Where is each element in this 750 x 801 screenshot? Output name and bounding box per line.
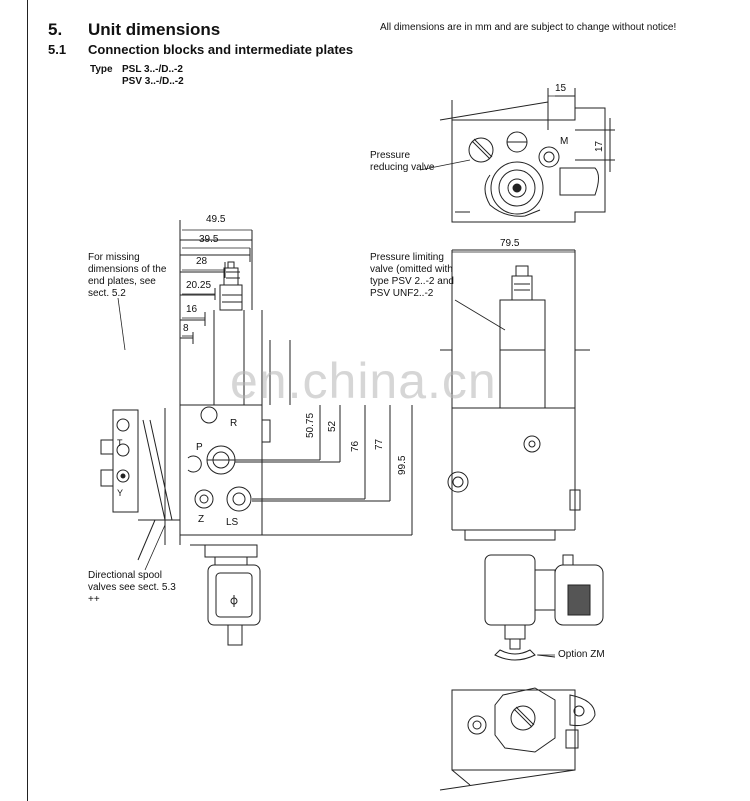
bottom-hex-nut xyxy=(494,687,556,753)
main-block-lower xyxy=(179,404,263,536)
dim-49-5: 49.5 xyxy=(206,214,226,225)
dim-39-5: 39.5 xyxy=(199,234,219,245)
limiting-valve-body xyxy=(499,299,546,351)
solenoid-right xyxy=(484,554,536,626)
callout-pressure-reducing: Pressure reducing valve xyxy=(370,150,435,173)
dim-20-25: 20.25 xyxy=(186,280,212,291)
subsection-number: 5.1 xyxy=(48,42,67,57)
dim-77: 77 xyxy=(374,438,385,450)
dim-16: 16 xyxy=(186,304,198,315)
port-p-label: P xyxy=(196,442,203,453)
reducing-valve-body xyxy=(451,107,606,223)
dimension-notice: All dimensions are in mm and are subject… xyxy=(380,22,677,33)
right-port-2 xyxy=(447,471,469,493)
callout-pressure-limiting: Pressure limiting valve (omitted with ty… xyxy=(370,252,454,299)
dim-76: 76 xyxy=(350,440,361,452)
callout-missing-dims: For missing dimensions of the end plates… xyxy=(88,252,167,299)
type-line-2: PSV 3..-/D..-2 xyxy=(122,76,184,87)
dim-79-5: 79.5 xyxy=(500,238,520,249)
port-t-label: T xyxy=(117,438,123,448)
callout-directional: Directional spool valves see sect. 5.3 +… xyxy=(88,570,176,605)
connector-box xyxy=(554,564,604,626)
dim-99-5: 99.5 xyxy=(397,455,408,475)
dim-50-75: 50.75 xyxy=(305,412,316,438)
dim-52: 52 xyxy=(327,420,338,432)
reducing-valve-knob xyxy=(490,161,544,215)
end-plate xyxy=(112,409,139,513)
type-label: Type xyxy=(90,64,113,75)
right-port-1 xyxy=(523,435,541,453)
port-ls-circle xyxy=(226,486,252,512)
page-frame-left xyxy=(27,0,28,801)
dim-8: 8 xyxy=(183,323,189,334)
subsection-title: Connection blocks and intermediate plate… xyxy=(88,42,354,57)
port-y-label: Y xyxy=(117,488,124,498)
port-z-circle xyxy=(194,489,214,509)
watermark: en.china.cn xyxy=(230,353,497,409)
dim-17: 17 xyxy=(594,140,605,152)
bottom-block xyxy=(451,689,576,771)
port-r-circle xyxy=(200,406,218,424)
type-line-1: PSL 3..-/D..-2 xyxy=(122,64,183,75)
dim-15: 15 xyxy=(555,83,567,94)
port-ls-label: LS xyxy=(226,517,239,528)
port-m-circle xyxy=(538,146,560,168)
section-title: Unit dimensions xyxy=(88,20,221,39)
port-z-label: Z xyxy=(198,514,205,525)
port-m-label: M xyxy=(560,136,569,147)
bottom-port-1 xyxy=(467,715,487,735)
port-r-label: R xyxy=(230,418,238,429)
dim-28: 28 xyxy=(196,256,208,267)
reducing-port-1 xyxy=(468,137,494,163)
section-number: 5. xyxy=(48,20,63,39)
callout-option-zm: Option ZM xyxy=(558,649,605,660)
